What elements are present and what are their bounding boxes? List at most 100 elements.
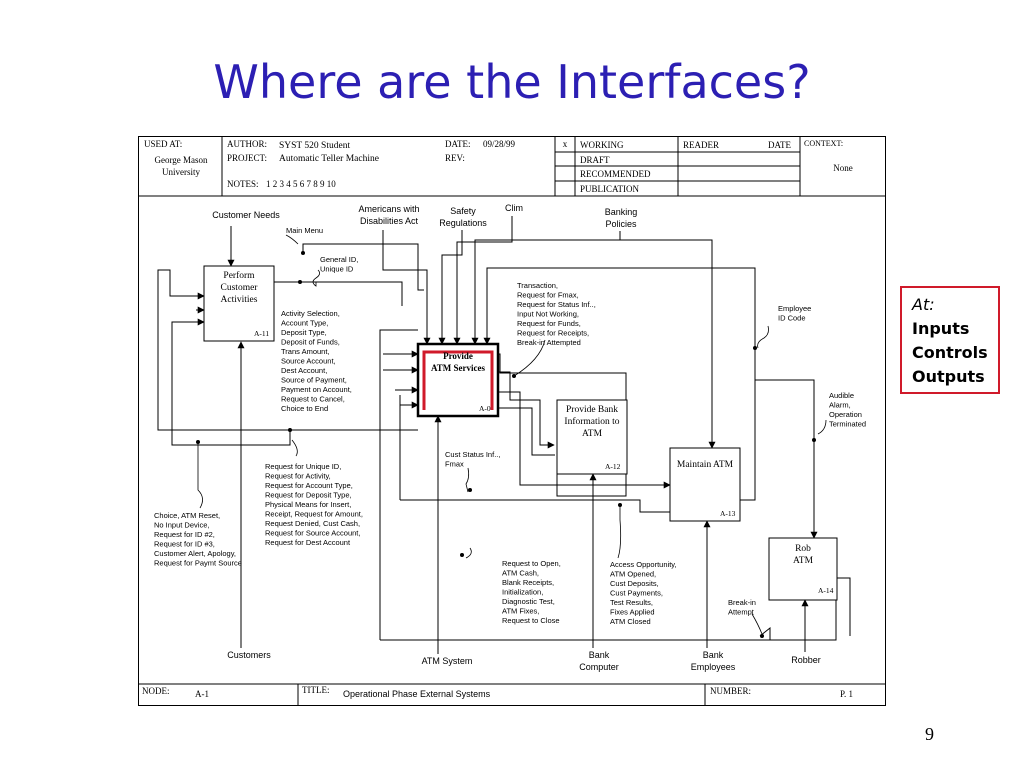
flow-label-activity-selection-line3: Deposit Type, — [281, 328, 327, 337]
flow-label-employee-id-line2: ID Code — [778, 314, 806, 323]
flow-label-request-to-open-line5: Diagnostic Test, — [502, 597, 555, 606]
flow-label-request-to-open-line4: Initialization, — [502, 588, 543, 597]
flow-label-activity-selection-line5: Trans Amount, — [281, 347, 330, 356]
external-safety-line2: Regulations — [439, 218, 487, 228]
date-label: DATE: — [445, 139, 471, 149]
flow-label-transaction-line7: Break-in Attempted — [517, 338, 581, 347]
idef0-frame — [138, 136, 886, 706]
activity-a0-id: A-0 — [479, 404, 491, 413]
flow-label-activity-selection-line7: Dest Account, — [281, 366, 327, 375]
activity-a13-line1: Maintain ATM — [677, 460, 734, 470]
external-customer-needs: Customer Needs — [212, 210, 280, 220]
external-bank-computer-line1: Bank — [589, 650, 610, 660]
flow-label-request-unique-id-line1: Request for Unique ID, — [265, 462, 341, 471]
external-bank-employees-line2: Employees — [691, 662, 736, 672]
context-value: None — [833, 163, 853, 173]
project-value: Automatic Teller Machine — [279, 154, 379, 164]
activity-a13-id: A-13 — [720, 509, 736, 518]
activity-box-a14 — [768, 537, 838, 601]
used-at-value-line2: University — [162, 167, 200, 177]
flow-label-transaction-line1: Transaction, — [517, 281, 558, 290]
flow-label-request-to-open-line3: Blank Receipts, — [502, 578, 554, 587]
flow-label-access-opportunity-line5: Test Results, — [610, 598, 653, 607]
flow-label-audible-alarm-line3: Operation — [829, 410, 862, 419]
external-americans-act-line1: Americans with — [358, 204, 419, 214]
external-banking-policies-line1: Banking — [605, 207, 638, 217]
flow-label-request-unique-id-line3: Request for Account Type, — [265, 481, 353, 490]
external-safety-line1: Safety — [450, 206, 476, 216]
flow-label-audible-alarm-line1: Audible — [829, 391, 854, 400]
number-label: NUMBER: — [710, 686, 751, 696]
external-atm-system: ATM System — [422, 656, 473, 666]
activity-a11-line3: Activities — [221, 295, 258, 305]
activity-a11-id: A-11 — [254, 329, 269, 338]
reader-label: READER — [683, 140, 719, 150]
flow-label-choice-atm-reset-line3: Request for ID #2, — [154, 530, 215, 539]
status-working: WORKING — [580, 140, 624, 150]
flow-label-choice-atm-reset-line1: Choice, ATM Reset, — [154, 511, 220, 520]
flow-label-request-to-open-line1: Request to Open, — [502, 559, 561, 568]
activity-a12-line1: Provide Bank — [566, 405, 618, 415]
flow-label-access-opportunity-line2: ATM Opened, — [610, 570, 656, 579]
flow-label-activity-selection-line6: Source Account, — [281, 357, 336, 366]
activity-a12-line3: ATM — [582, 429, 603, 439]
node-label: NODE: — [142, 686, 170, 696]
flow-label-transaction-line5: Request for Funds, — [517, 319, 581, 328]
external-banking-policies-line2: Policies — [605, 219, 637, 229]
flow-label-transaction-line2: Request for Fmax, — [517, 291, 579, 300]
flow-label-request-to-open-line7: Request to Close — [502, 616, 560, 625]
flow-label-activity-selection-line9: Payment on Account, — [281, 385, 352, 394]
flow-label-audible-alarm-line4: Terminated — [829, 420, 866, 429]
activity-a14-line2: ATM — [793, 556, 814, 566]
callout-item-outputs: Outputs — [912, 367, 985, 386]
activity-box-a11 — [203, 265, 275, 342]
slide-number: 9 — [925, 724, 934, 744]
flow-label-request-unique-id-line2: Request for Activity, — [265, 472, 331, 481]
flow-label-break-in-line2: Attempt — [728, 608, 755, 617]
activity-a12-line2: Information to — [564, 416, 619, 427]
flow-label-general-id-line1: General ID, — [320, 255, 358, 264]
flow-label-request-unique-id-line9: Request for Dest Account — [265, 538, 351, 547]
author-label: AUTHOR: — [227, 139, 267, 149]
used-at-value-line1: George Mason — [154, 155, 208, 165]
flow-label-request-unique-id-line6: Receipt, Request for Amount, — [265, 510, 363, 519]
flow-label-request-unique-id-line8: Request for Source Account, — [265, 529, 360, 538]
flow-label-activity-selection-line8: Source of Payment, — [281, 376, 347, 385]
label-leaders — [197, 234, 827, 635]
flow-label-activity-selection-line1: Activity Selection, — [281, 309, 340, 318]
header-form — [138, 136, 886, 197]
flow-label-access-opportunity-line6: Fixes Applied — [610, 608, 655, 617]
title-label: TITLE: — [302, 685, 330, 695]
callout-item-controls: Controls — [912, 343, 988, 362]
slide-title: Where are the Interfaces? — [213, 55, 811, 109]
flow-label-access-opportunity-line3: Cust Deposits, — [610, 579, 659, 588]
author-value: SYST 520 Student — [279, 141, 350, 151]
highlight-bracket — [422, 350, 494, 410]
activity-box-a13 — [669, 447, 741, 522]
date-value: 09/28/99 — [483, 139, 516, 149]
flow-label-general-id-line2: Unique ID — [320, 265, 354, 274]
flow-label-break-in-line1: Break-in — [728, 598, 756, 607]
status-publication: PUBLICATION — [580, 184, 640, 194]
activity-a12-id: A-12 — [605, 462, 621, 471]
flow-label-activity-selection-line11: Choice to End — [281, 404, 328, 413]
status-recommended: RECOMMENDED — [580, 169, 651, 179]
activity-a11-line2: Customer — [221, 283, 259, 293]
flow-label-activity-selection-line2: Account Type, — [281, 319, 328, 328]
flow-label-access-opportunity-line4: Cust Payments, — [610, 589, 663, 598]
flow-label-cust-status-line2: Fmax — [445, 460, 464, 469]
flow-label-choice-atm-reset-line2: No Input Device, — [154, 521, 209, 530]
flow-label-request-to-open-line2: ATM Cash, — [502, 569, 539, 578]
junction-dots — [196, 251, 816, 638]
activity-a11-line1: Perform — [223, 270, 255, 281]
flow-label-transaction-line3: Request for Status Inf.., — [517, 300, 596, 309]
activity-box-a0 — [416, 342, 500, 418]
flow-label-transaction-line6: Request for Receipts, — [517, 329, 589, 338]
notes-label: NOTES: — [227, 179, 259, 189]
flow-label-audible-alarm-line2: Alarm, — [829, 401, 851, 410]
flow-label-activity-selection-line4: Deposit of Funds, — [281, 338, 340, 347]
footer-form — [138, 683, 886, 706]
external-bank-computer-line2: Computer — [579, 662, 619, 672]
external-customers: Customers — [227, 650, 271, 660]
